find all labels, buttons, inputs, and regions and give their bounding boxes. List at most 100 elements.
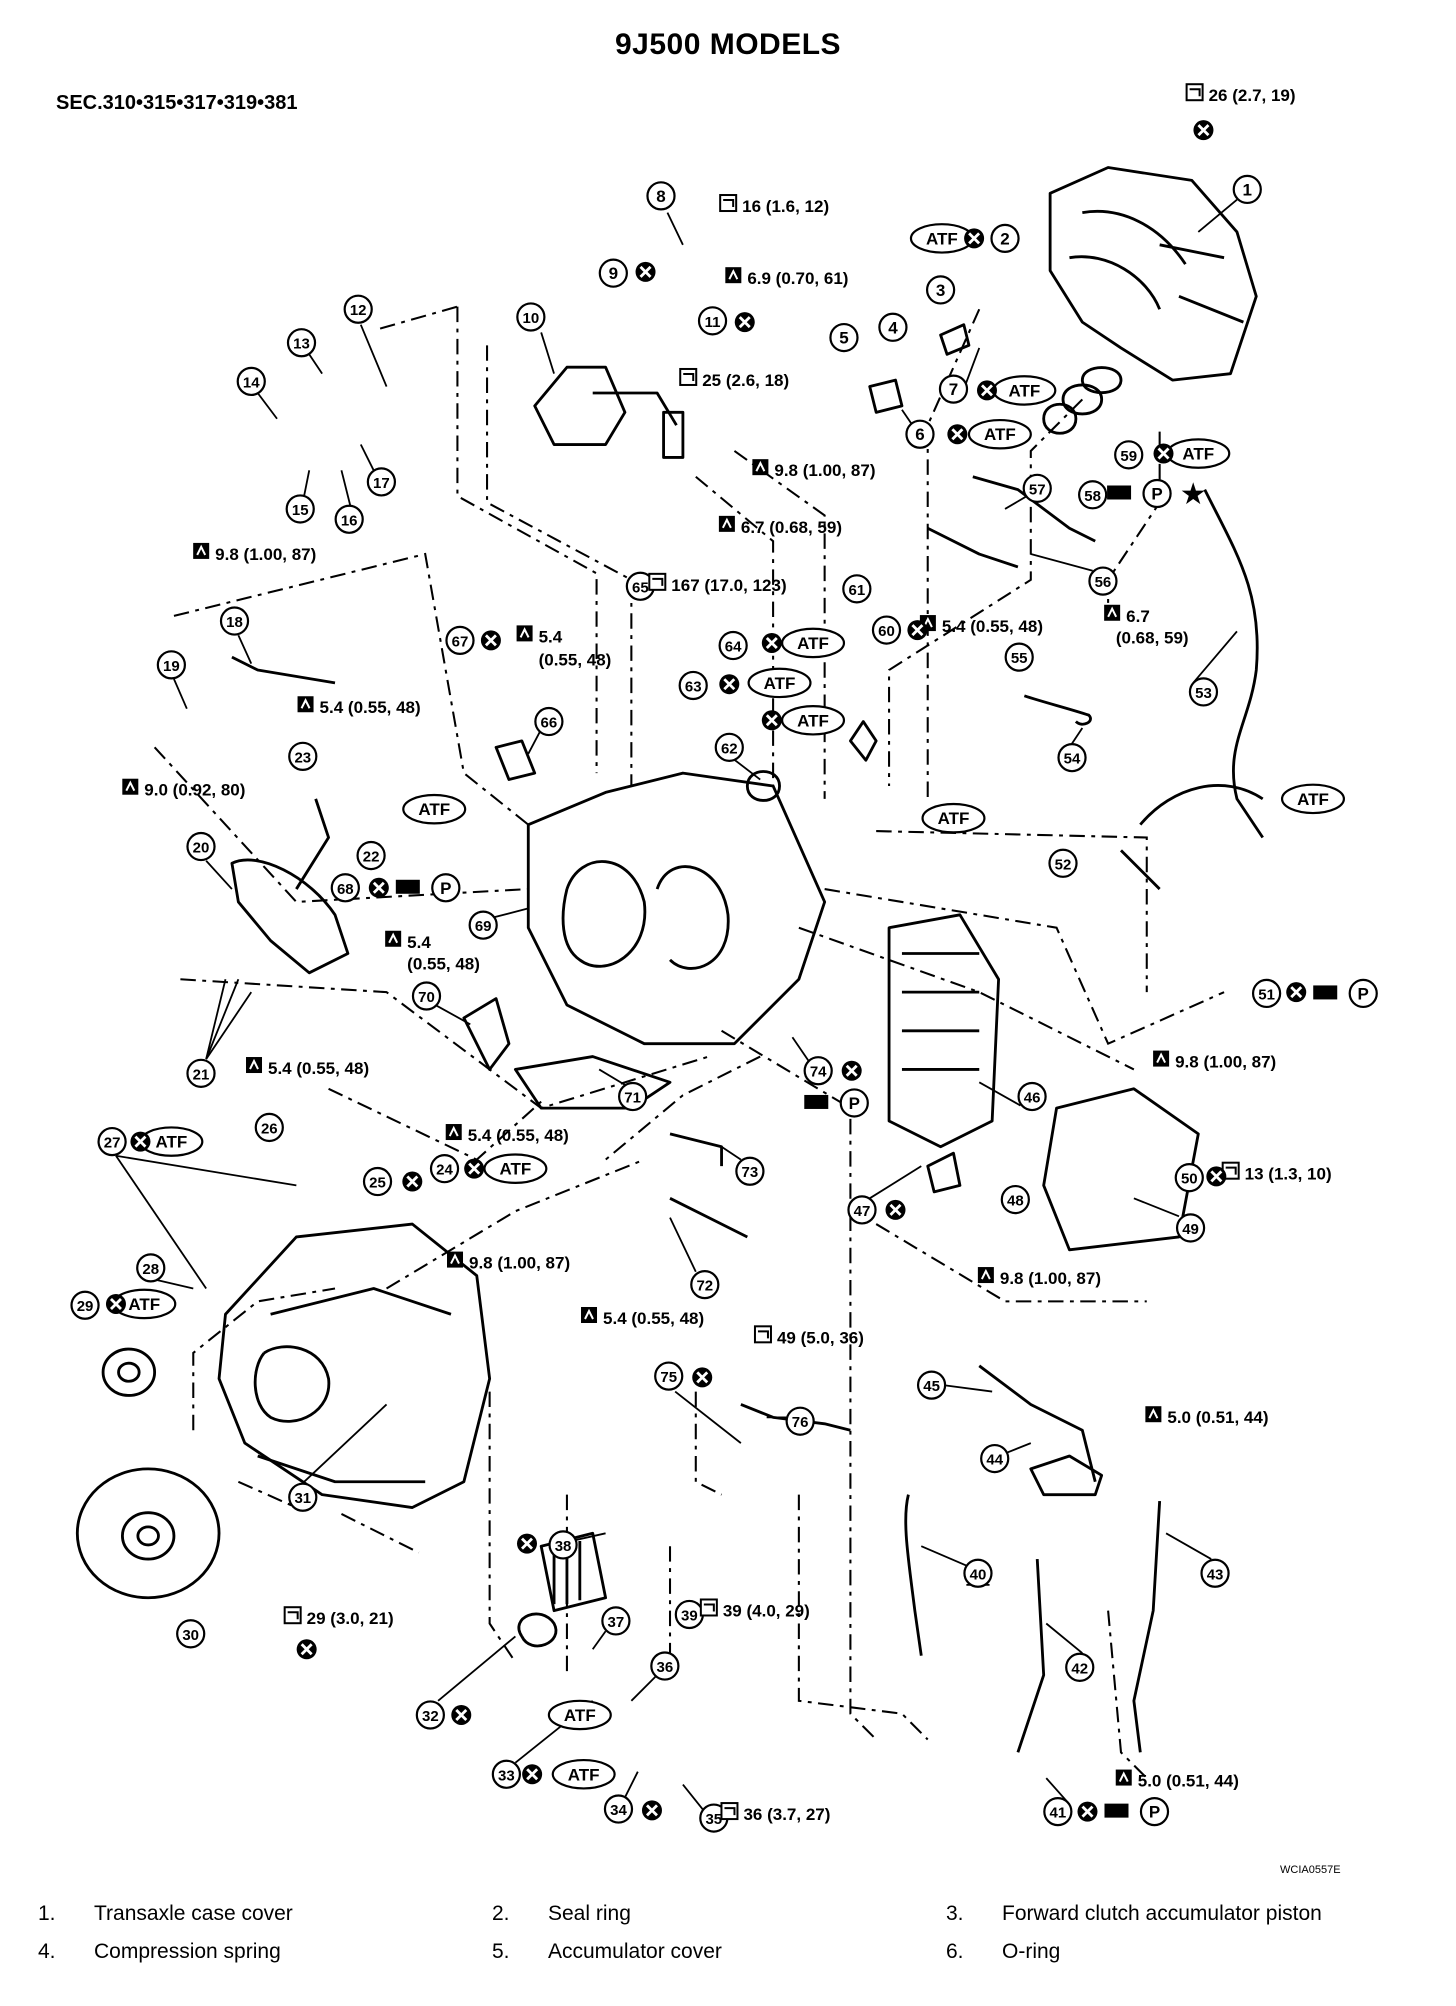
torque-spec-label: 5.4 (0.55, 48) bbox=[445, 1124, 569, 1145]
torque-spec-label: 39 (4.0, 29) bbox=[699, 1598, 810, 1620]
leader-line bbox=[978, 1081, 1021, 1107]
svg-text:ATF: ATF bbox=[797, 634, 829, 653]
part-callout-59: 59 bbox=[1114, 440, 1144, 470]
svg-text:(0.55, 48): (0.55, 48) bbox=[407, 955, 480, 974]
control-cable bbox=[978, 1364, 1097, 1483]
svg-text:5.4 (0.55, 48): 5.4 (0.55, 48) bbox=[268, 1059, 369, 1078]
svg-text:7: 7 bbox=[949, 380, 958, 399]
converter-housing-bore bbox=[253, 1345, 331, 1423]
svg-text:64: 64 bbox=[725, 639, 742, 656]
part-callout-8: 8 bbox=[646, 181, 676, 211]
svg-text:19: 19 bbox=[163, 658, 180, 675]
torque-spec-label: 9.8 (1.00, 87) bbox=[752, 459, 876, 480]
leader-line bbox=[666, 212, 684, 246]
svg-text:1: 1 bbox=[1243, 180, 1252, 199]
svg-text:13: 13 bbox=[293, 336, 310, 353]
atf-oval: ATF bbox=[551, 1758, 616, 1790]
replace-mark-icon bbox=[367, 876, 391, 900]
oil-seal-62 bbox=[745, 770, 781, 802]
atf-oval: ATF bbox=[781, 704, 846, 736]
atf-oval: ATF bbox=[547, 1699, 612, 1731]
leader-line bbox=[115, 1154, 297, 1187]
case-cover-detail bbox=[1069, 210, 1244, 324]
svg-text:P: P bbox=[1149, 1803, 1160, 1822]
torque-spec-label: 6.9 (0.70, 61) bbox=[725, 267, 848, 288]
svg-text:56: 56 bbox=[1095, 574, 1112, 591]
leader-line bbox=[205, 979, 227, 1060]
part-callout-39: 39 bbox=[674, 1599, 704, 1630]
torque-spec-label: (0.55, 48) bbox=[539, 651, 612, 670]
svg-text:26: 26 bbox=[261, 1120, 278, 1137]
svg-text:10: 10 bbox=[523, 310, 540, 327]
part-callout-63: 63 bbox=[678, 670, 708, 701]
legend-name: Transaxle case cover bbox=[94, 1902, 293, 1925]
atf-oval: ATF bbox=[967, 418, 1032, 450]
replace-mark-icon bbox=[449, 1703, 473, 1727]
svg-text:ATF: ATF bbox=[764, 674, 796, 693]
part-callout-56: 56 bbox=[1088, 566, 1118, 596]
torque-spec-label: 5.4 (0.55, 48) bbox=[919, 615, 1043, 636]
svg-text:45: 45 bbox=[923, 1378, 940, 1395]
part-callout-68: 68 bbox=[330, 873, 360, 903]
sensor-66 bbox=[494, 739, 537, 781]
part-callout-55: 55 bbox=[1004, 642, 1034, 672]
part-callout-22: 22 bbox=[356, 840, 386, 871]
svg-text:11: 11 bbox=[705, 314, 721, 331]
svg-text:ATF: ATF bbox=[1008, 381, 1040, 400]
torque-spec-label: 29 (3.0, 21) bbox=[283, 1606, 394, 1628]
replace-mark-icon bbox=[400, 1170, 424, 1193]
part-callout-4: 4 bbox=[878, 312, 908, 342]
svg-text:76: 76 bbox=[792, 1414, 809, 1431]
atf-oval: ATF bbox=[747, 667, 812, 699]
converter-housing-detail bbox=[257, 1287, 452, 1484]
part-callout-3: 3 bbox=[925, 275, 956, 305]
sealant-badge: P bbox=[804, 1088, 869, 1118]
part-callout-58: 58 bbox=[1078, 480, 1108, 510]
part-callout-52: 52 bbox=[1048, 848, 1078, 878]
assembly-dash-line bbox=[733, 450, 826, 799]
svg-text:5: 5 bbox=[839, 329, 848, 348]
svg-text:50: 50 bbox=[1181, 1171, 1198, 1188]
svg-text:34: 34 bbox=[610, 1802, 627, 1819]
part-callout-11: 11 bbox=[697, 306, 728, 336]
torque-spec-label: 5.0 (0.51, 44) bbox=[1145, 1406, 1269, 1427]
leader-line bbox=[1197, 199, 1238, 233]
torque-spec-label: 167 (17.0, 123) bbox=[648, 572, 787, 595]
svg-text:42: 42 bbox=[1071, 1660, 1088, 1677]
svg-text:9: 9 bbox=[609, 264, 618, 283]
leader-line bbox=[205, 991, 253, 1060]
leader-line bbox=[943, 1384, 993, 1393]
part-callout-64: 64 bbox=[718, 630, 748, 661]
legend-name: Accumulator cover bbox=[548, 1940, 722, 1963]
converter-housing bbox=[217, 1222, 492, 1509]
part-callout-30: 30 bbox=[176, 1619, 206, 1649]
select-lever-wire bbox=[592, 391, 678, 426]
torque-converter bbox=[75, 1467, 221, 1600]
part-callout-61: 61 bbox=[842, 574, 872, 604]
svg-text:21: 21 bbox=[193, 1066, 210, 1083]
svg-text:6: 6 bbox=[915, 425, 924, 444]
leader-line bbox=[359, 444, 375, 471]
part-callout-15: 15 bbox=[285, 494, 315, 524]
svg-text:9.8 (1.00, 87): 9.8 (1.00, 87) bbox=[774, 461, 875, 480]
svg-text:2: 2 bbox=[1000, 229, 1009, 248]
part-callout-21: 21 bbox=[186, 1058, 216, 1088]
part-callout-72: 72 bbox=[690, 1270, 720, 1300]
leader-line bbox=[682, 1784, 705, 1811]
svg-text:6.7 (0.68, 59): 6.7 (0.68, 59) bbox=[741, 518, 842, 537]
replace-mark-icon bbox=[479, 628, 503, 652]
svg-text:17: 17 bbox=[373, 475, 390, 492]
leader-line bbox=[630, 1674, 658, 1702]
svg-text:6.7: 6.7 bbox=[1126, 607, 1150, 626]
tube-18 bbox=[231, 655, 336, 685]
svg-text:16: 16 bbox=[341, 512, 358, 529]
svg-text:ATF: ATF bbox=[155, 1133, 187, 1152]
part-callout-65: 65 bbox=[625, 571, 656, 601]
torque-spec-label: (0.68, 59) bbox=[1116, 629, 1189, 648]
torque-spec-label: 16 (1.6, 12) bbox=[719, 194, 829, 216]
part-callout-44: 44 bbox=[980, 1443, 1010, 1474]
leader-line bbox=[1004, 1442, 1032, 1455]
transaxle-case-cover bbox=[1048, 166, 1258, 382]
seal-59-b bbox=[1061, 383, 1104, 416]
torque-spec-label: 5.4 (0.55, 48) bbox=[297, 696, 421, 717]
